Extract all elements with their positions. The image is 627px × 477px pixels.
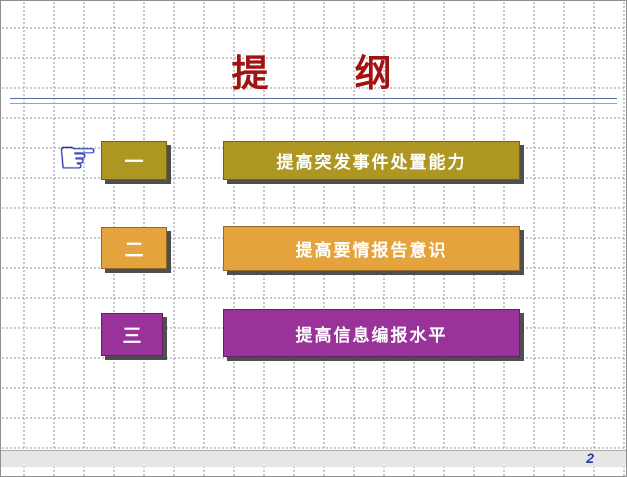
title-separator <box>10 98 617 104</box>
slide-title: 提 纲 <box>231 53 396 94</box>
agenda-number-2: 二 <box>101 227 167 269</box>
agenda-item-2: 提高要情报告意识 <box>223 226 520 271</box>
agenda-number-1: 一 <box>101 141 167 180</box>
agenda-number-3: 三 <box>101 313 163 356</box>
agenda-item-3: 提高信息编报水平 <box>223 309 520 357</box>
pointer-hand-icon: ☞ <box>57 130 99 184</box>
page-number: 2 <box>586 450 594 466</box>
agenda-item-1: 提高突发事件处置能力 <box>223 141 520 180</box>
footer-bar <box>1 450 626 467</box>
